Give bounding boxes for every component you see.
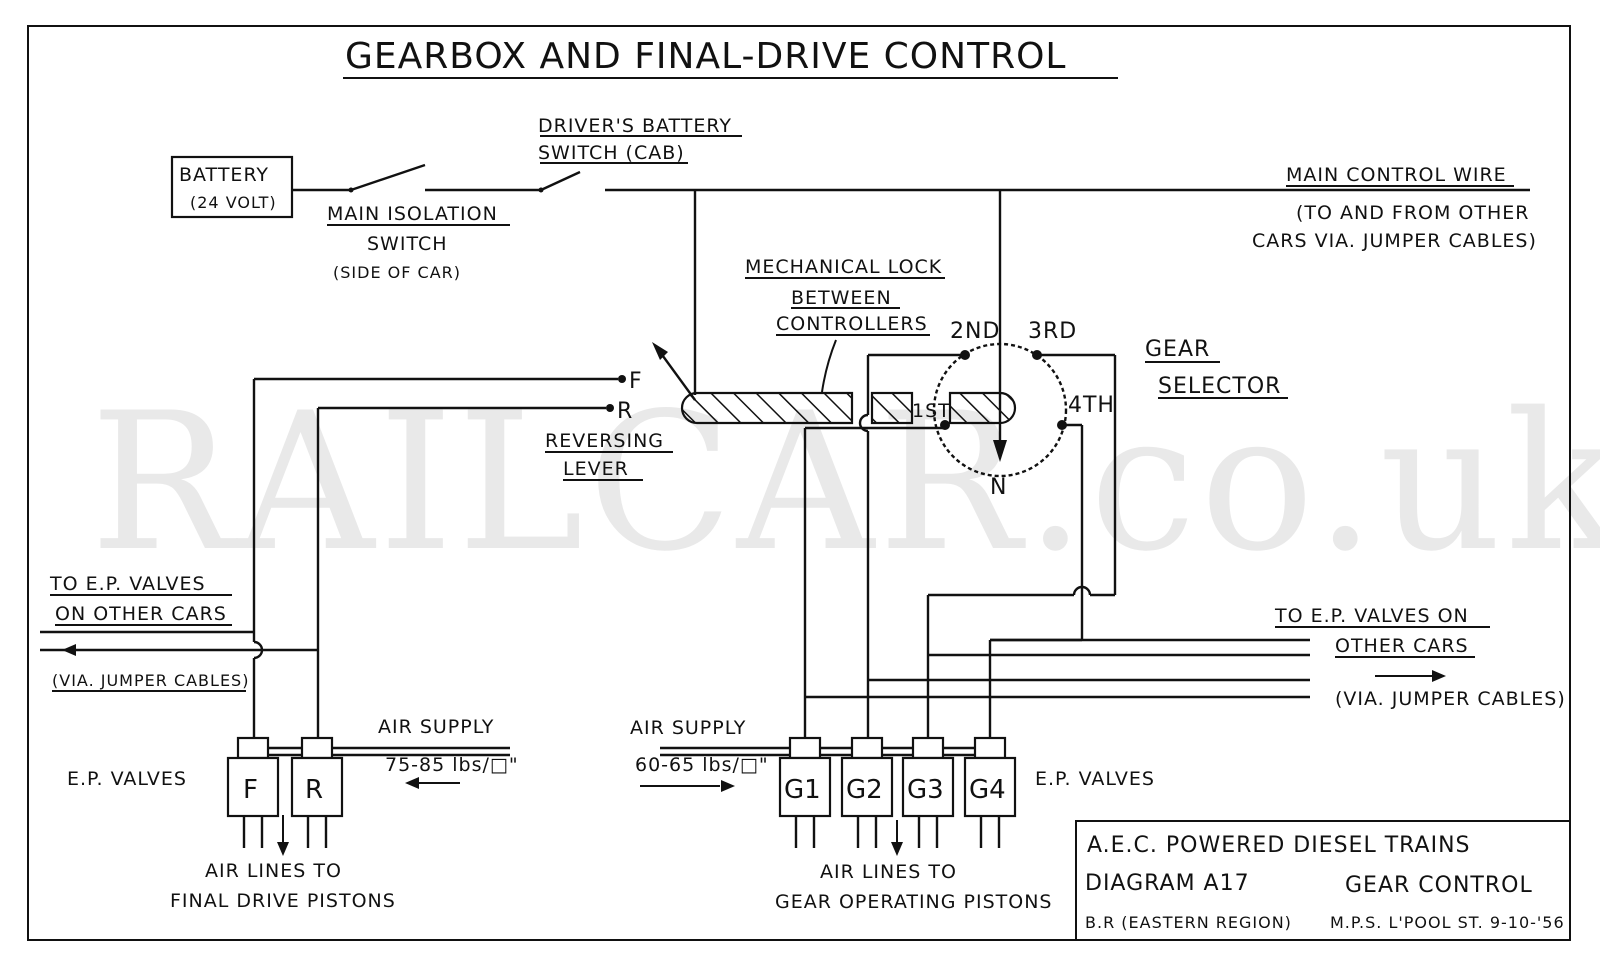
battery-box: BATTERY (24 VOLT) [170, 155, 294, 219]
svg-text:BATTERY: BATTERY [179, 164, 269, 186]
gear-selector-label: GEAR [1145, 337, 1210, 362]
ep-other-right-label: TO E.P. VALVES ON [1274, 605, 1469, 627]
valve-g3: G3 [901, 736, 955, 848]
drivers-switch-label: DRIVER'S BATTERY [538, 115, 732, 137]
gear-2nd-label: 2ND [950, 319, 1000, 344]
valve-g4-label: G4 [969, 775, 1006, 805]
air-lines-gear-label-2: GEAR OPERATING PISTONS [775, 891, 1052, 913]
valve-r-label: R [305, 775, 323, 805]
mech-lock-label-3: CONTROLLERS [776, 313, 928, 335]
reversing-lever-arm [659, 351, 696, 401]
valve-f-label: F [243, 775, 258, 805]
title-block: A.E.C. POWERED DIESEL TRAINS DIAGRAM A17… [1075, 820, 1571, 941]
air-lines-gear-label: AIR LINES TO [820, 861, 957, 883]
reversing-lever-label: REVERSING [545, 430, 664, 452]
air-supply-left-label: AIR SUPPLY [378, 716, 494, 738]
forward-contact [618, 375, 626, 383]
title-block-line1: A.E.C. POWERED DIESEL TRAINS [1087, 833, 1471, 858]
air-lines-fd-label-2: FINAL DRIVE PISTONS [170, 890, 396, 912]
reverse-label: R [617, 399, 633, 424]
ep-other-left-label-2: ON OTHER CARS [55, 603, 227, 625]
valve-g2-label: G2 [846, 775, 883, 805]
svg-text:(24 VOLT): (24 VOLT) [190, 193, 277, 212]
ep-valves-left-label: E.P. VALVES [67, 768, 187, 790]
gear-wiring [803, 353, 1310, 740]
air-supply-left-value: 75-85 lbs/□" [385, 754, 519, 776]
supply-circuit [292, 163, 1530, 193]
drawing-frame [27, 25, 1571, 941]
gear-1st-label: 1ST [912, 400, 951, 422]
mech-lock-label: MECHANICAL LOCK [745, 256, 942, 278]
forward-label: F [629, 369, 643, 394]
valve-g4: G4 [963, 736, 1017, 848]
ep-other-right-label-2: OTHER CARS [1335, 635, 1469, 657]
main-control-label: MAIN CONTROL WIRE [1286, 164, 1507, 186]
main-control-label-2: (TO AND FROM OTHER [1296, 202, 1529, 224]
neutral-label: N [990, 475, 1007, 500]
mech-lock-label-2: BETWEEN [791, 287, 892, 309]
title-block-drawn: M.P.S. L'POOL ST. 9-10-'56 [1330, 913, 1565, 932]
gear-4th-label: 4TH [1068, 393, 1115, 418]
main-isolation-label-2: SWITCH [367, 233, 448, 255]
mechanical-lock-bar [680, 391, 1017, 425]
gear-3rd-label: 3RD [1028, 319, 1077, 344]
diagram-title: GEARBOX AND FINAL-DRIVE CONTROL [345, 36, 1066, 77]
reverse-contact [606, 404, 614, 412]
valve-f: F [226, 736, 280, 848]
main-isolation-label-3: (SIDE OF CAR) [333, 263, 461, 282]
valve-g2: G2 [840, 736, 894, 848]
title-block-diagram-no: DIAGRAM A17 [1085, 871, 1250, 896]
reversing-lever-label-2: LEVER [563, 458, 629, 480]
title-block-subject: GEAR CONTROL [1345, 873, 1533, 898]
air-lines-fd-label: AIR LINES TO [205, 860, 342, 882]
selector-pointer [993, 440, 1007, 462]
gear-selector-label-2: SELECTOR [1158, 374, 1281, 399]
drivers-switch-label-2: SWITCH (CAB) [538, 142, 685, 164]
valve-r: R [290, 736, 344, 848]
air-supply-right-value: 60-65 lbs/□" [635, 754, 769, 776]
main-isolation-label: MAIN ISOLATION [327, 203, 498, 225]
valve-g1-label: G1 [784, 775, 821, 805]
ep-other-right-label-3: (VIA. JUMPER CABLES) [1335, 688, 1566, 710]
air-supply-right-label: AIR SUPPLY [630, 717, 746, 739]
valve-g3-label: G3 [907, 775, 944, 805]
title-block-region: B.R (EASTERN REGION) [1085, 913, 1292, 932]
ep-other-left-label: TO E.P. VALVES [49, 573, 206, 595]
valve-g1: G1 [778, 736, 832, 848]
main-control-label-3: CARS VIA. JUMPER CABLES) [1252, 230, 1537, 252]
ep-valves-right-label: E.P. VALVES [1035, 768, 1155, 790]
ep-other-left-label-3: (VIA. JUMPER CABLES) [52, 671, 249, 690]
gear-selector-dial [932, 342, 1068, 478]
